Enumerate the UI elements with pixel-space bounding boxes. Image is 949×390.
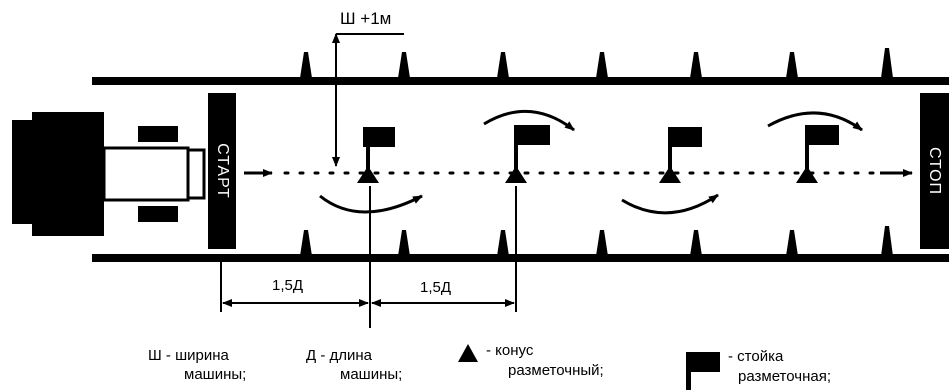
- cone-icon: [497, 52, 509, 78]
- tractor-icon: [12, 112, 206, 236]
- legend-cone-line1: - конус: [486, 342, 534, 359]
- width-offset-label: Ш +1м: [340, 9, 392, 28]
- lane-line-top: [92, 77, 949, 85]
- cone-icon: [497, 230, 509, 256]
- marker-post-1: [357, 127, 395, 183]
- cone-icon: [398, 230, 410, 256]
- cone-icon: [796, 166, 818, 183]
- legend-length-line2: машины;: [340, 366, 403, 383]
- legend-length-line1: Д - длина: [306, 347, 372, 364]
- cone-icon: [786, 230, 798, 256]
- distance-dimensions: [220, 186, 517, 328]
- cone-icon: [881, 226, 893, 256]
- cone-icon: [690, 52, 702, 78]
- cone-icon: [300, 52, 312, 78]
- cone-icon: [505, 166, 527, 183]
- boundary-cones-bottom: [300, 226, 893, 256]
- distance-label-2: 1,5Д: [420, 279, 452, 296]
- stop-label: СТОП: [926, 146, 943, 196]
- boundary-cones-top: [300, 48, 893, 78]
- maneuver-arrow-4: [767, 111, 863, 132]
- cone-icon: [690, 230, 702, 256]
- marker-post-2: [505, 125, 550, 183]
- start-label: СТАРТ: [214, 143, 231, 199]
- width-offset-dimension: [332, 33, 404, 167]
- maneuver-arrow-1: [319, 194, 423, 214]
- legend-width-line2: машины;: [184, 366, 247, 383]
- maneuver-arrow-3: [621, 193, 719, 215]
- cone-icon: [596, 230, 608, 256]
- distance-label-1: 1,5Д: [272, 277, 304, 294]
- legend-cone-line2: разметочный;: [508, 362, 604, 379]
- stop-bar: [920, 93, 949, 249]
- cone-icon: [786, 52, 798, 78]
- cone-icon: [881, 48, 893, 78]
- cone-icon: [659, 166, 681, 183]
- legend-post-line2: разметочная;: [738, 368, 831, 385]
- legend-post-line1: - стойка: [728, 348, 784, 365]
- cone-icon: [596, 52, 608, 78]
- lane-line-bottom: [92, 254, 949, 262]
- maneuver-arrow-2: [483, 109, 575, 132]
- legend-post-icon: [686, 352, 720, 390]
- start-bar: [208, 93, 236, 249]
- legend-width-line1: Ш - ширина: [148, 347, 229, 364]
- marker-post-3: [659, 127, 702, 183]
- legend-cone-icon: [458, 344, 478, 362]
- cone-icon: [398, 52, 410, 78]
- cone-icon: [300, 230, 312, 256]
- cone-icon: [357, 166, 379, 183]
- marker-post-4: [796, 125, 839, 183]
